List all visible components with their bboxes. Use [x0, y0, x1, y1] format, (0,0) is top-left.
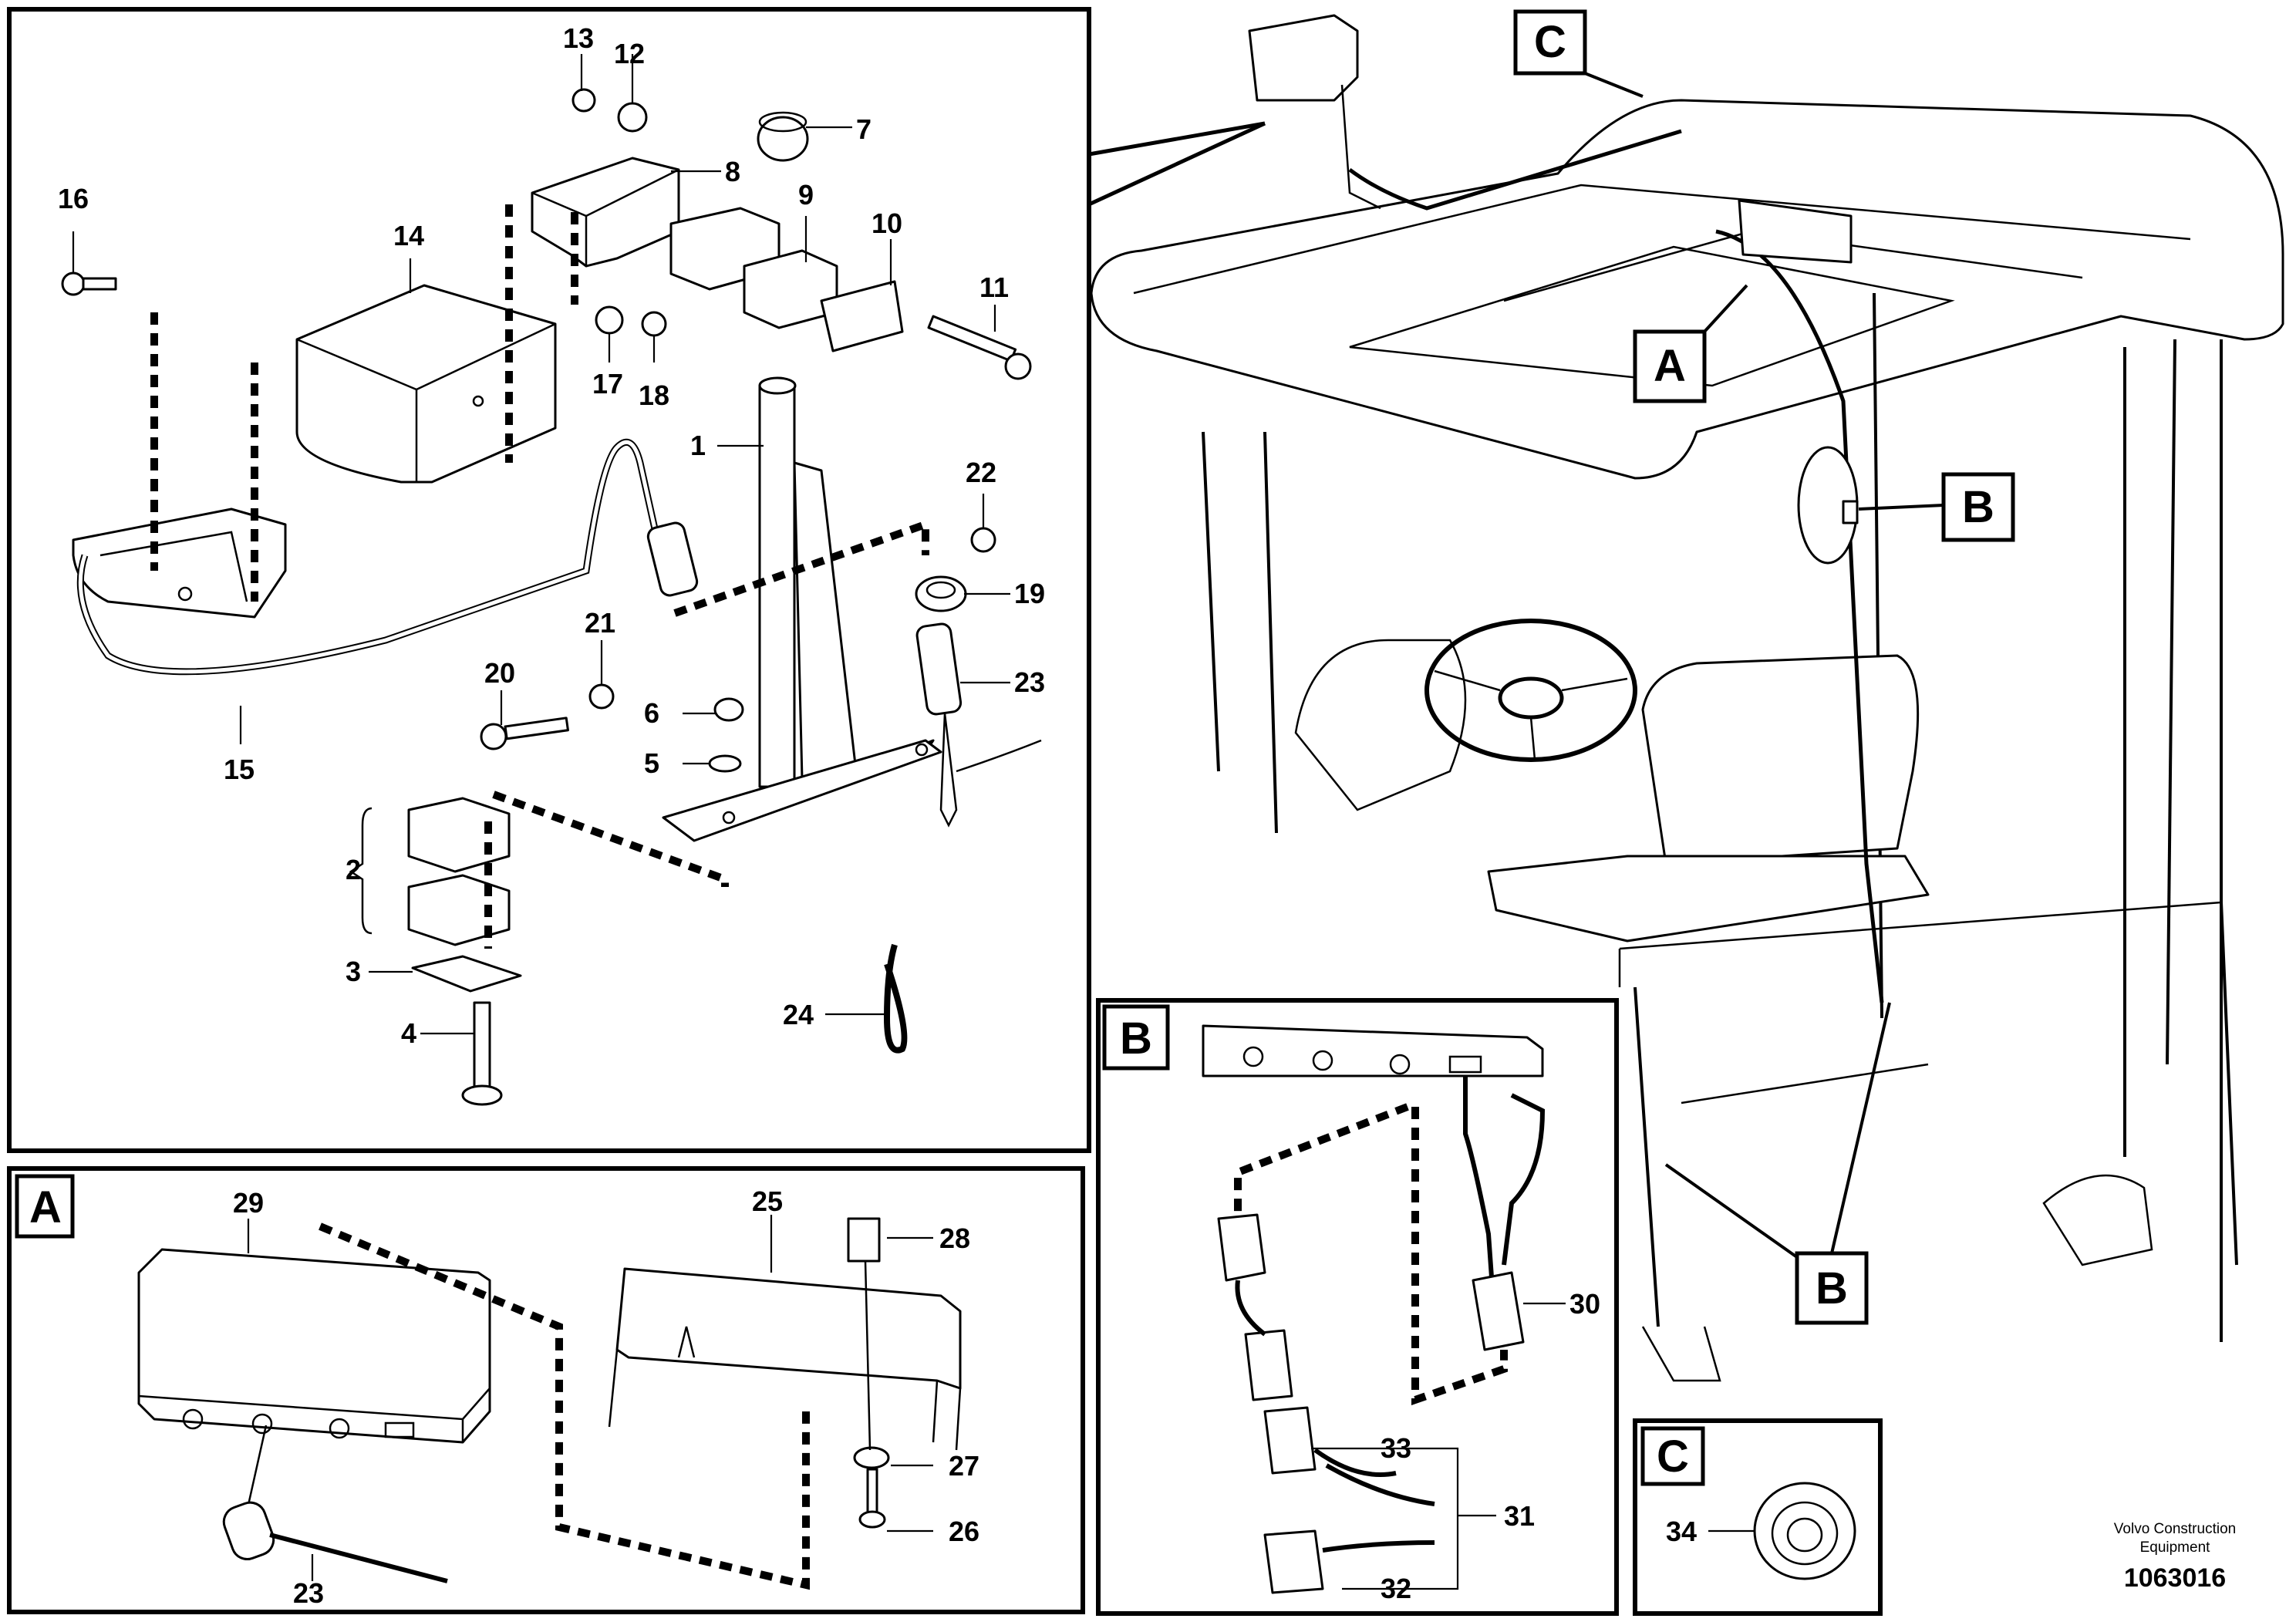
- document-number: 1063016: [2124, 1563, 2226, 1593]
- label-part-2: 2: [346, 854, 361, 885]
- label-part-3: 3: [346, 956, 361, 987]
- main-exploded-view: 13 12 7 8 9 10 11 16 14 17 18 1 22 19 23…: [7, 7, 1266, 1153]
- unit-strip: [1202, 1024, 1544, 1077]
- cover-part-25: [608, 1267, 962, 1451]
- label-part-22: 22: [966, 457, 996, 488]
- label-part-11: 11: [979, 271, 1009, 303]
- antenna-mount: [1248, 14, 1381, 210]
- cap-part-7: [757, 111, 809, 162]
- nut-part-13: [571, 88, 596, 113]
- label-part-18: 18: [639, 379, 669, 411]
- label-part-31: 31: [1504, 1500, 1535, 1532]
- credit-line-2: Equipment: [2140, 1539, 2211, 1556]
- label-part-10: 10: [872, 207, 902, 239]
- label-part-27: 27: [949, 1450, 979, 1482]
- clip-part-19: [915, 575, 967, 612]
- detail-c-view: C 34: [1633, 1418, 1883, 1616]
- connector-part-33: [1263, 1406, 1317, 1475]
- cable-plug: [646, 521, 699, 597]
- overview-callout-a: A: [1654, 341, 1686, 391]
- washer-part-21: [588, 683, 615, 710]
- label-part-1: 1: [690, 430, 706, 461]
- label-part-17: 17: [592, 368, 623, 400]
- detail-b-view: B 30 33 31 32: [1096, 998, 1619, 1616]
- label-part-20: 20: [484, 657, 515, 689]
- label-part-32: 32: [1381, 1573, 1411, 1604]
- clamp-part-9: [669, 207, 838, 329]
- label-part-25: 25: [752, 1185, 783, 1217]
- washer-part-17: [595, 305, 624, 335]
- grommet-part-34: [1753, 1482, 1856, 1580]
- detail-b-letter: B: [1120, 1013, 1152, 1064]
- unit-part-29: [137, 1248, 491, 1444]
- label-part-33: 33: [1381, 1432, 1411, 1464]
- bolt-part-11: [927, 315, 1032, 380]
- label-part-13: 13: [563, 22, 594, 54]
- connector-part-23: [222, 1425, 448, 1583]
- label-part-29: 29: [233, 1187, 264, 1219]
- label-part-24: 24: [783, 999, 814, 1030]
- label-part-6: 6: [644, 697, 659, 729]
- detail-b-frame: [1096, 998, 1619, 1616]
- detail-c-letter: C: [1657, 1431, 1689, 1482]
- nut-part-6: [713, 697, 744, 722]
- overview-callout-b-lower: B: [1816, 1263, 1848, 1313]
- plate-part-3: [411, 955, 522, 993]
- washer-part-12: [617, 102, 648, 133]
- screw-part-26: [858, 1468, 886, 1529]
- label-part-7: 7: [856, 113, 872, 145]
- label-part-23-detail: 23: [293, 1577, 324, 1609]
- footer: Volvo Construction Equipment 1063016: [2114, 1521, 2236, 1593]
- label-part-21: 21: [585, 607, 615, 639]
- label-part-16: 16: [58, 183, 89, 214]
- credit-line-1: Volvo Construction: [2114, 1521, 2236, 1537]
- overview-callout-c: C: [1534, 17, 1566, 67]
- washer-part-27: [853, 1446, 890, 1469]
- label-part-28: 28: [939, 1222, 970, 1254]
- label-part-30: 30: [1569, 1288, 1600, 1320]
- label-part-15: 15: [224, 754, 255, 785]
- connector-part-32: [1263, 1529, 1324, 1594]
- label-part-14: 14: [393, 220, 424, 251]
- label-part-12: 12: [614, 38, 645, 69]
- bolt-part-16: [61, 271, 117, 296]
- bolt-part-4: [461, 1001, 503, 1106]
- plate-part-10: [820, 280, 904, 352]
- overview-callout-b-upper: B: [1962, 482, 1994, 532]
- box-part-14: [295, 284, 557, 484]
- washer-part-5: [708, 754, 742, 773]
- label-part-9: 9: [798, 179, 814, 211]
- clamp-part-2: [349, 797, 511, 946]
- connector-part-30: [1472, 1271, 1525, 1351]
- detail-a-letter: A: [29, 1182, 62, 1233]
- washer-part-22: [970, 527, 996, 553]
- antenna-part-23: [915, 622, 1042, 828]
- steering-wheel: [1424, 619, 1637, 762]
- label-part-8: 8: [725, 156, 740, 187]
- label-part-26: 26: [949, 1516, 979, 1547]
- operator-seat: [1487, 654, 1930, 943]
- nut-part-18: [641, 311, 667, 337]
- cab-overview: A B B C: [1090, 9, 2284, 1382]
- stand-part-1: [662, 376, 942, 842]
- cable-tie-part-24: [883, 943, 908, 1054]
- bracket-part: [72, 508, 287, 619]
- label-part-34: 34: [1666, 1516, 1697, 1547]
- bolt-part-20: [480, 717, 569, 750]
- bracket-part-8: [531, 157, 680, 268]
- label-part-19: 19: [1014, 578, 1045, 609]
- label-part-23: 23: [1014, 666, 1045, 698]
- clip-part-28: [847, 1217, 881, 1263]
- label-part-5: 5: [644, 747, 659, 779]
- detail-a-view: A: [7, 1166, 1085, 1614]
- label-part-4: 4: [401, 1017, 416, 1049]
